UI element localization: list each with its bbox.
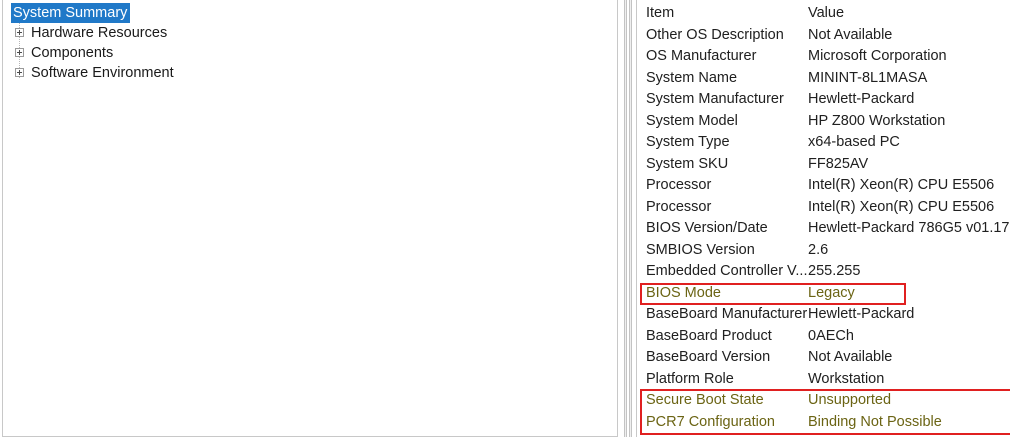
cell-item: BaseBoard Version [646, 349, 771, 365]
cell-value: Workstation [808, 370, 885, 387]
table-row[interactable]: OS Manufacturer Microsoft Corporation [637, 46, 1010, 68]
cell-value: Unsupported [808, 392, 892, 408]
navigation-tree[interactable]: System Summary Hardware Resources Compon… [7, 3, 607, 83]
table-row[interactable]: System SKU FF825AV [637, 154, 1010, 176]
column-header-value: Value [808, 5, 845, 21]
cell-item: System Type [646, 134, 730, 150]
cell-value: HP Z800 Workstation [808, 112, 946, 129]
table-row[interactable]: SMBIOS Version 2.6 [637, 240, 1010, 262]
sidebar-item-label: Hardware Resources [31, 25, 168, 41]
cell-value: Intel(R) Xeon(R) CPU E5506 [808, 198, 995, 215]
cell-item: Other OS Description [646, 26, 784, 43]
table-row[interactable]: Processor Intel(R) Xeon(R) CPU E5506 [637, 197, 1010, 219]
cell-value: Hewlett-Packard [808, 91, 915, 107]
splitter-bar[interactable] [624, 0, 627, 437]
cell-item: System SKU [646, 155, 729, 172]
table-row[interactable]: BIOS Version/Date Hewlett-Packard 786G5 v… [637, 218, 1010, 240]
table-row[interactable]: PCR7 Configuration Binding Not Possible [637, 412, 1010, 434]
cell-value: Not Available [808, 26, 893, 43]
table-row[interactable]: Embedded Controller V...255.255 [637, 261, 1010, 283]
table-row[interactable]: Processor Intel(R) Xeon(R) CPU E5506 [637, 175, 1010, 197]
cell-item: SMBIOS Version [646, 241, 755, 258]
cell-item: Secure Boot State [646, 392, 764, 408]
column-header-item: Item [646, 5, 675, 21]
cell-item: BaseBoard Product [646, 327, 772, 344]
splitter-bar[interactable] [629, 0, 632, 437]
cell-value: Intel(R) Xeon(R) CPU E5506 [808, 177, 995, 193]
cell-item: Embedded Controller V... [646, 263, 808, 279]
sidebar-item-system-summary[interactable]: System Summary [7, 3, 607, 23]
navigation-tree-pane[interactable]: System Summary Hardware Resources Compon… [2, 0, 618, 437]
cell-item: BaseBoard Manufacturer [646, 306, 808, 322]
cell-value: 0AECh [808, 327, 854, 344]
cell-item: System Model [646, 112, 738, 129]
cell-value: Binding Not Possible [808, 413, 942, 430]
cell-item: BIOS Version/Date [646, 220, 768, 236]
expand-plus-icon[interactable] [15, 67, 24, 77]
cell-item: PCR7 Configuration [646, 413, 775, 430]
expand-plus-icon[interactable] [15, 27, 24, 37]
cell-value: MININT-8L1MASA [808, 69, 928, 86]
cell-value: 255.255 [808, 263, 861, 279]
cell-value: Hewlett-Packard 786G5 v01.17, 8/ [808, 220, 1010, 236]
cell-value: Hewlett-Packard [808, 306, 915, 322]
cell-item: OS Manufacturer [646, 48, 757, 64]
table-row[interactable]: System Type x64-based PC [637, 132, 1010, 154]
table-row[interactable]: Other OS Description Not Available [637, 25, 1010, 47]
cell-item: Platform Role [646, 370, 734, 387]
sidebar-item-label: Components [31, 45, 114, 61]
details-header-row: Item Value [637, 3, 1010, 25]
cell-value: FF825AV [808, 155, 869, 172]
table-row[interactable]: BaseBoard Product 0AECh [637, 326, 1010, 348]
sidebar-item-label: Software Environment [31, 65, 174, 81]
cell-value: 2.6 [808, 241, 829, 258]
table-row[interactable]: System Manufacturer Hewlett-Packard [637, 89, 1010, 111]
cell-item: BIOS Mode [646, 284, 721, 301]
cell-item: Processor [646, 198, 712, 215]
sidebar-item-components[interactable]: Components [7, 43, 607, 63]
table-row[interactable]: System Name MININT-8L1MASA [637, 68, 1010, 90]
table-row[interactable]: Secure Boot State Unsupported [637, 390, 1010, 412]
sidebar-item-software-environment[interactable]: Software Environment [7, 63, 607, 83]
table-row[interactable]: System Model HP Z800 Workstation [637, 111, 1010, 133]
cell-value: Microsoft Corporation [808, 48, 947, 64]
expand-plus-icon[interactable] [15, 47, 24, 57]
cell-item: System Manufacturer [646, 91, 784, 107]
table-row[interactable]: Platform Role Workstation [637, 369, 1010, 391]
cell-item: System Name [646, 69, 738, 86]
pane-splitter[interactable] [621, 0, 635, 437]
cell-value: Legacy [808, 284, 855, 301]
cell-value: Not Available [808, 349, 893, 365]
sidebar-item-label: System Summary [11, 3, 131, 23]
cell-item: Processor [646, 177, 712, 193]
table-row[interactable]: BaseBoard Version Not Available [637, 347, 1010, 369]
sidebar-item-hardware-resources[interactable]: Hardware Resources [7, 23, 607, 43]
cell-value: x64-based PC [808, 134, 900, 150]
table-row[interactable]: BIOS Mode Legacy [637, 283, 1010, 305]
